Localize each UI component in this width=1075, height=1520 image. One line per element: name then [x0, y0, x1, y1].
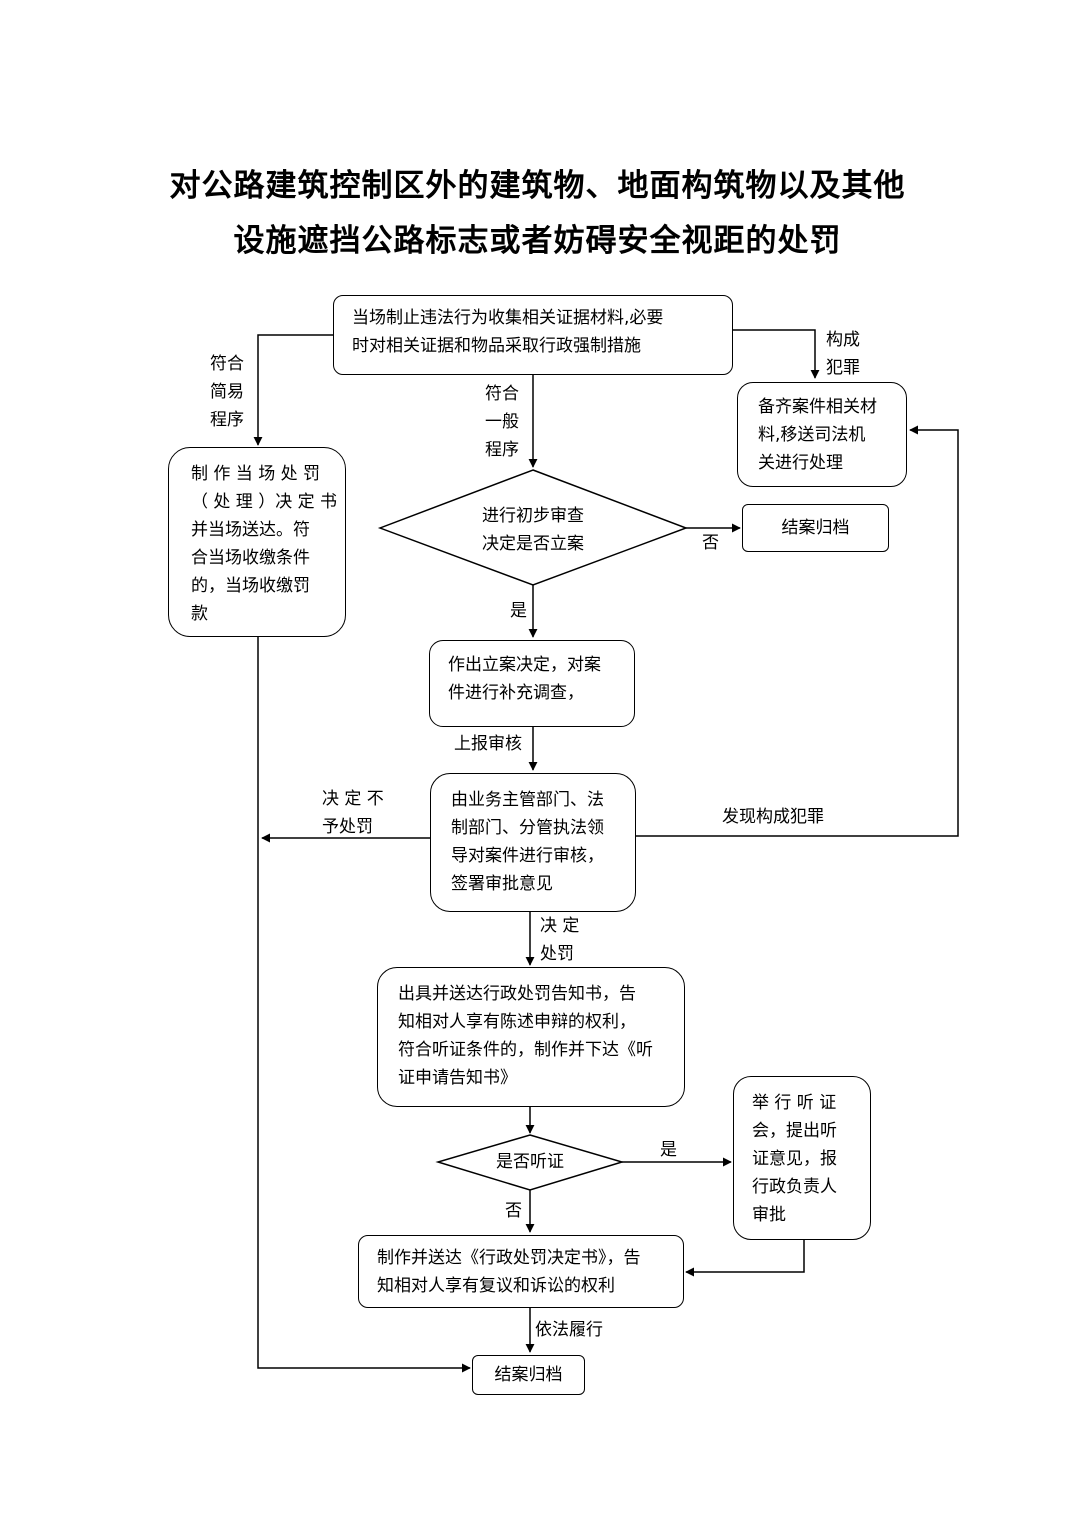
close-top-label: 结案归档	[781, 518, 850, 538]
decision-doc-line: 知相对人享有复议和诉讼的权利	[377, 1276, 615, 1296]
review-line: 决定是否立案	[482, 534, 584, 554]
start-line: 时对相关证据和物品采取行政强制措施	[352, 336, 641, 356]
transfer-line: 关进行处理	[758, 453, 843, 473]
close-bottom-label: 结案归档	[494, 1365, 563, 1385]
transfer-line: 料,移送司法机	[758, 425, 866, 445]
label-yes-hearing: 是	[660, 1140, 677, 1160]
approval-line: 导对案件进行审核，	[451, 846, 604, 866]
simple-line: 并当场送达。符	[191, 520, 310, 540]
file-case-line: 件进行补充调查，	[448, 683, 584, 703]
review-decision-text: 进行初步审查 决定是否立案	[420, 502, 646, 558]
hearing-box: 举 行 听 证 会，提出听 证意见，报 行政负责人 审批	[733, 1076, 871, 1240]
simple-line: 制 作 当 场 处 罚	[191, 464, 321, 484]
hearing-line: 会，提出听	[752, 1121, 837, 1141]
close-case-top-box: 结案归档	[742, 504, 889, 552]
simple-line: 的，当场收缴罚	[191, 576, 310, 596]
close-case-bottom-box: 结案归档	[472, 1355, 585, 1395]
decision-doc-line: 制作并送达《行政处罚决定书》，告	[377, 1248, 641, 1268]
hearing-line: 证意见，报	[752, 1149, 837, 1169]
label-simple-procedure: 符合 简易 程序	[210, 354, 244, 430]
label-report: 上报审核	[454, 734, 522, 754]
hearing-line: 审批	[752, 1205, 786, 1225]
arrow-start-to-transfer	[733, 329, 820, 379]
notice-box: 出具并送达行政处罚告知书，告 知相对人享有陈述申辩的权利， 符合听证条件的，制作…	[377, 967, 685, 1107]
approval-line: 制部门、分管执法领	[451, 818, 604, 838]
label-no-penalty: 决 定 不 予处罚	[322, 789, 384, 837]
title-line-1: 对公路建筑控制区外的建筑物、地面构筑物以及其他	[169, 168, 906, 204]
arrow-approval-to-transfer	[636, 425, 959, 837]
label-no-hearing: 否	[505, 1201, 522, 1221]
label-crime: 构成 犯罪	[826, 330, 860, 378]
label-general-procedure: 符合 一般 程序	[485, 384, 519, 460]
simple-procedure-box: 制 作 当 场 处 罚 （ 处 理 ）决 定 书 并当场送达。符 合当场收缴条件…	[168, 447, 346, 637]
label-yes-case: 是	[510, 601, 527, 621]
label-no-case: 否	[702, 533, 719, 553]
start-box: 当场制止违法行为收集相关证据材料,必要 时对相关证据和物品采取行政强制措施	[333, 295, 733, 375]
approval-line: 由业务主管部门、法	[451, 790, 604, 810]
notice-line: 出具并送达行政处罚告知书，告	[398, 984, 636, 1004]
hearing-decision-label: 是否听证	[496, 1152, 564, 1172]
transfer-box: 备齐案件相关材 料,移送司法机 关进行处理	[737, 382, 907, 487]
transfer-line: 备齐案件相关材	[758, 397, 877, 417]
arrow-simple-to-close	[257, 637, 471, 1373]
arrow-hearing-to-doc	[685, 1240, 805, 1277]
file-case-line: 作出立案决定，对案	[448, 655, 601, 675]
notice-line: 符合听证条件的，制作并下达《听	[398, 1040, 653, 1060]
file-case-box: 作出立案决定，对案 件进行补充调查，	[429, 640, 635, 727]
notice-line: 知相对人享有陈述申辩的权利，	[398, 1012, 636, 1032]
simple-line: 款	[191, 604, 208, 624]
hearing-line: 行政负责人	[752, 1177, 837, 1197]
title-line-2: 设施遮挡公路标志或者妨碍安全视距的处罚	[233, 223, 842, 259]
review-line: 进行初步审查	[482, 506, 584, 526]
label-find-crime: 发现构成犯罪	[722, 807, 824, 827]
approval-line: 签署审批意见	[451, 874, 553, 894]
label-perform: 依法履行	[535, 1320, 603, 1340]
decision-document-box: 制作并送达《行政处罚决定书》，告 知相对人享有复议和诉讼的权利	[358, 1235, 684, 1308]
hearing-decision-text: 是否听证	[470, 1148, 590, 1176]
arrow-start-to-simple	[253, 334, 333, 446]
notice-line: 证申请告知书》	[398, 1068, 517, 1088]
approval-box: 由业务主管部门、法 制部门、分管执法领 导对案件进行审核， 签署审批意见	[430, 773, 636, 912]
hearing-decision-diamond	[435, 1134, 625, 1191]
simple-line: （ 处 理 ）决 定 书	[191, 492, 338, 512]
review-decision-diamond	[377, 469, 689, 586]
label-penalty: 决 定 处罚	[540, 916, 580, 964]
hearing-line: 举 行 听 证	[752, 1093, 837, 1113]
simple-line: 合当场收缴条件	[191, 548, 310, 568]
start-line: 当场制止违法行为收集相关证据材料,必要	[352, 308, 664, 328]
